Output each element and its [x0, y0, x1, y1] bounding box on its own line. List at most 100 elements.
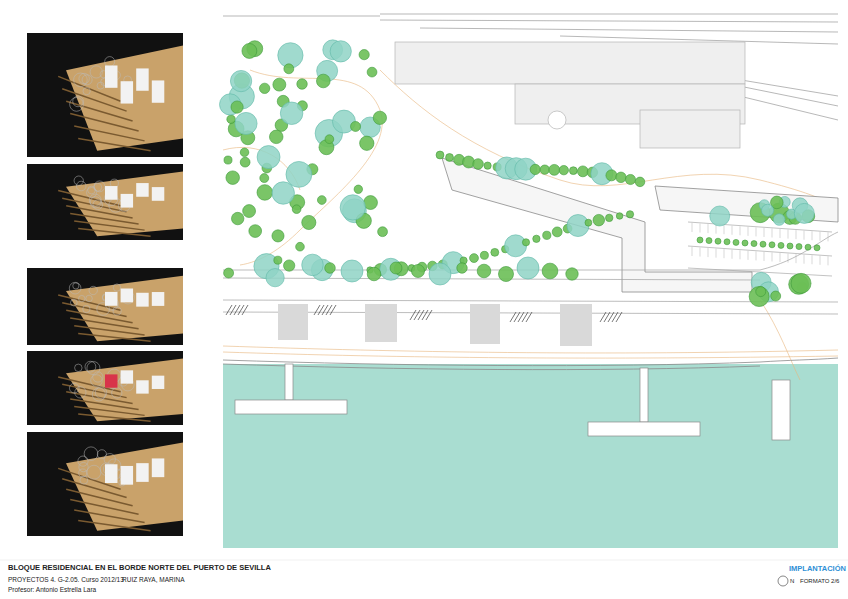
model-tree: [71, 299, 78, 306]
model-block: [121, 81, 133, 103]
tree: [259, 83, 269, 93]
stall-line: [716, 225, 717, 234]
sheet-title: IMPLANTACIÓN: [789, 564, 846, 573]
model-tree: [79, 295, 85, 301]
model-block: [152, 187, 164, 201]
tree: [710, 206, 730, 226]
tree: [787, 243, 793, 249]
tree: [230, 70, 251, 91]
tree: [436, 151, 444, 159]
tree: [302, 215, 316, 229]
model-block: [152, 376, 164, 389]
terraces: [278, 304, 592, 346]
tree: [272, 230, 284, 242]
tree: [477, 264, 491, 278]
stall-line: [820, 256, 821, 265]
format-label: FORMATO 2/6: [800, 578, 839, 584]
tree: [390, 262, 402, 274]
stall-line: [748, 227, 749, 236]
model-block: [105, 186, 117, 200]
model-tree: [87, 465, 101, 479]
tree: [771, 291, 781, 301]
model-block: [105, 464, 117, 483]
tree: [446, 154, 454, 162]
tree: [540, 165, 549, 174]
tree: [533, 235, 540, 242]
model-tree: [83, 87, 90, 94]
model-contour: [62, 89, 126, 111]
tree: [552, 227, 562, 237]
tree: [577, 166, 588, 177]
tree: [224, 156, 232, 164]
stall-line: [740, 226, 741, 235]
shoreline: [223, 358, 838, 370]
model-tree: [74, 176, 83, 185]
tree: [733, 239, 739, 245]
tree: [272, 182, 294, 204]
model-block: [105, 374, 117, 387]
model-photos: [27, 33, 183, 536]
tree: [373, 111, 386, 124]
board-title: BLOQUE RESIDENCIAL EN EL BORDE NORTE DEL…: [8, 563, 271, 572]
tree: [380, 258, 402, 280]
model-base: [66, 276, 183, 341]
stall-line: [812, 255, 813, 264]
tree: [794, 203, 814, 223]
stall-line: [764, 252, 765, 261]
tree: [240, 157, 250, 167]
tree: [296, 242, 305, 251]
tree: [742, 240, 748, 246]
tree: [773, 214, 785, 226]
tree: [480, 251, 488, 259]
tree: [606, 170, 617, 181]
tree: [498, 266, 513, 281]
model-photo: [27, 164, 183, 240]
hatch-line: [616, 312, 622, 322]
model-photo: [27, 351, 183, 425]
tree: [266, 269, 284, 287]
model-block: [136, 380, 148, 393]
model-tree: [113, 284, 120, 291]
tree: [762, 204, 774, 216]
stall-line: [804, 231, 805, 240]
tree: [616, 172, 626, 182]
parking: [688, 222, 832, 276]
tree: [585, 219, 592, 226]
hatch-line: [526, 312, 532, 322]
separator: [0, 560, 848, 561]
author-label: RUIZ RAYA, MARINA: [122, 576, 185, 583]
stall-line: [788, 254, 789, 263]
tree: [260, 174, 269, 183]
stall-line: [700, 248, 701, 257]
stall-line: [764, 228, 765, 237]
model-tree: [93, 372, 103, 382]
model-tree: [89, 194, 101, 206]
tree: [411, 264, 424, 277]
model-tree: [97, 450, 106, 459]
tree: [317, 196, 326, 205]
tree: [559, 165, 568, 174]
tree: [751, 241, 757, 247]
stall-line: [772, 229, 773, 238]
model-contour: [66, 392, 132, 404]
tree: [756, 287, 766, 297]
model-contour: [62, 198, 126, 212]
tree: [778, 242, 784, 248]
tree: [429, 263, 451, 285]
model-tree: [92, 388, 105, 401]
tree: [297, 79, 307, 89]
tree: [505, 235, 527, 257]
course-label: PROYECTOS 4. G-2.05. Curso 2012/13: [8, 576, 124, 583]
tree: [240, 148, 249, 157]
tree: [463, 156, 475, 168]
model-contour: [78, 333, 150, 341]
model-block: [152, 292, 164, 306]
stall-line: [828, 256, 829, 265]
stall-line: [732, 226, 733, 235]
model-tree: [75, 387, 86, 398]
tree: [566, 268, 578, 280]
tree: [549, 164, 560, 175]
tree: [360, 136, 374, 150]
model-contour: [66, 310, 132, 322]
stall-line: [820, 232, 821, 241]
